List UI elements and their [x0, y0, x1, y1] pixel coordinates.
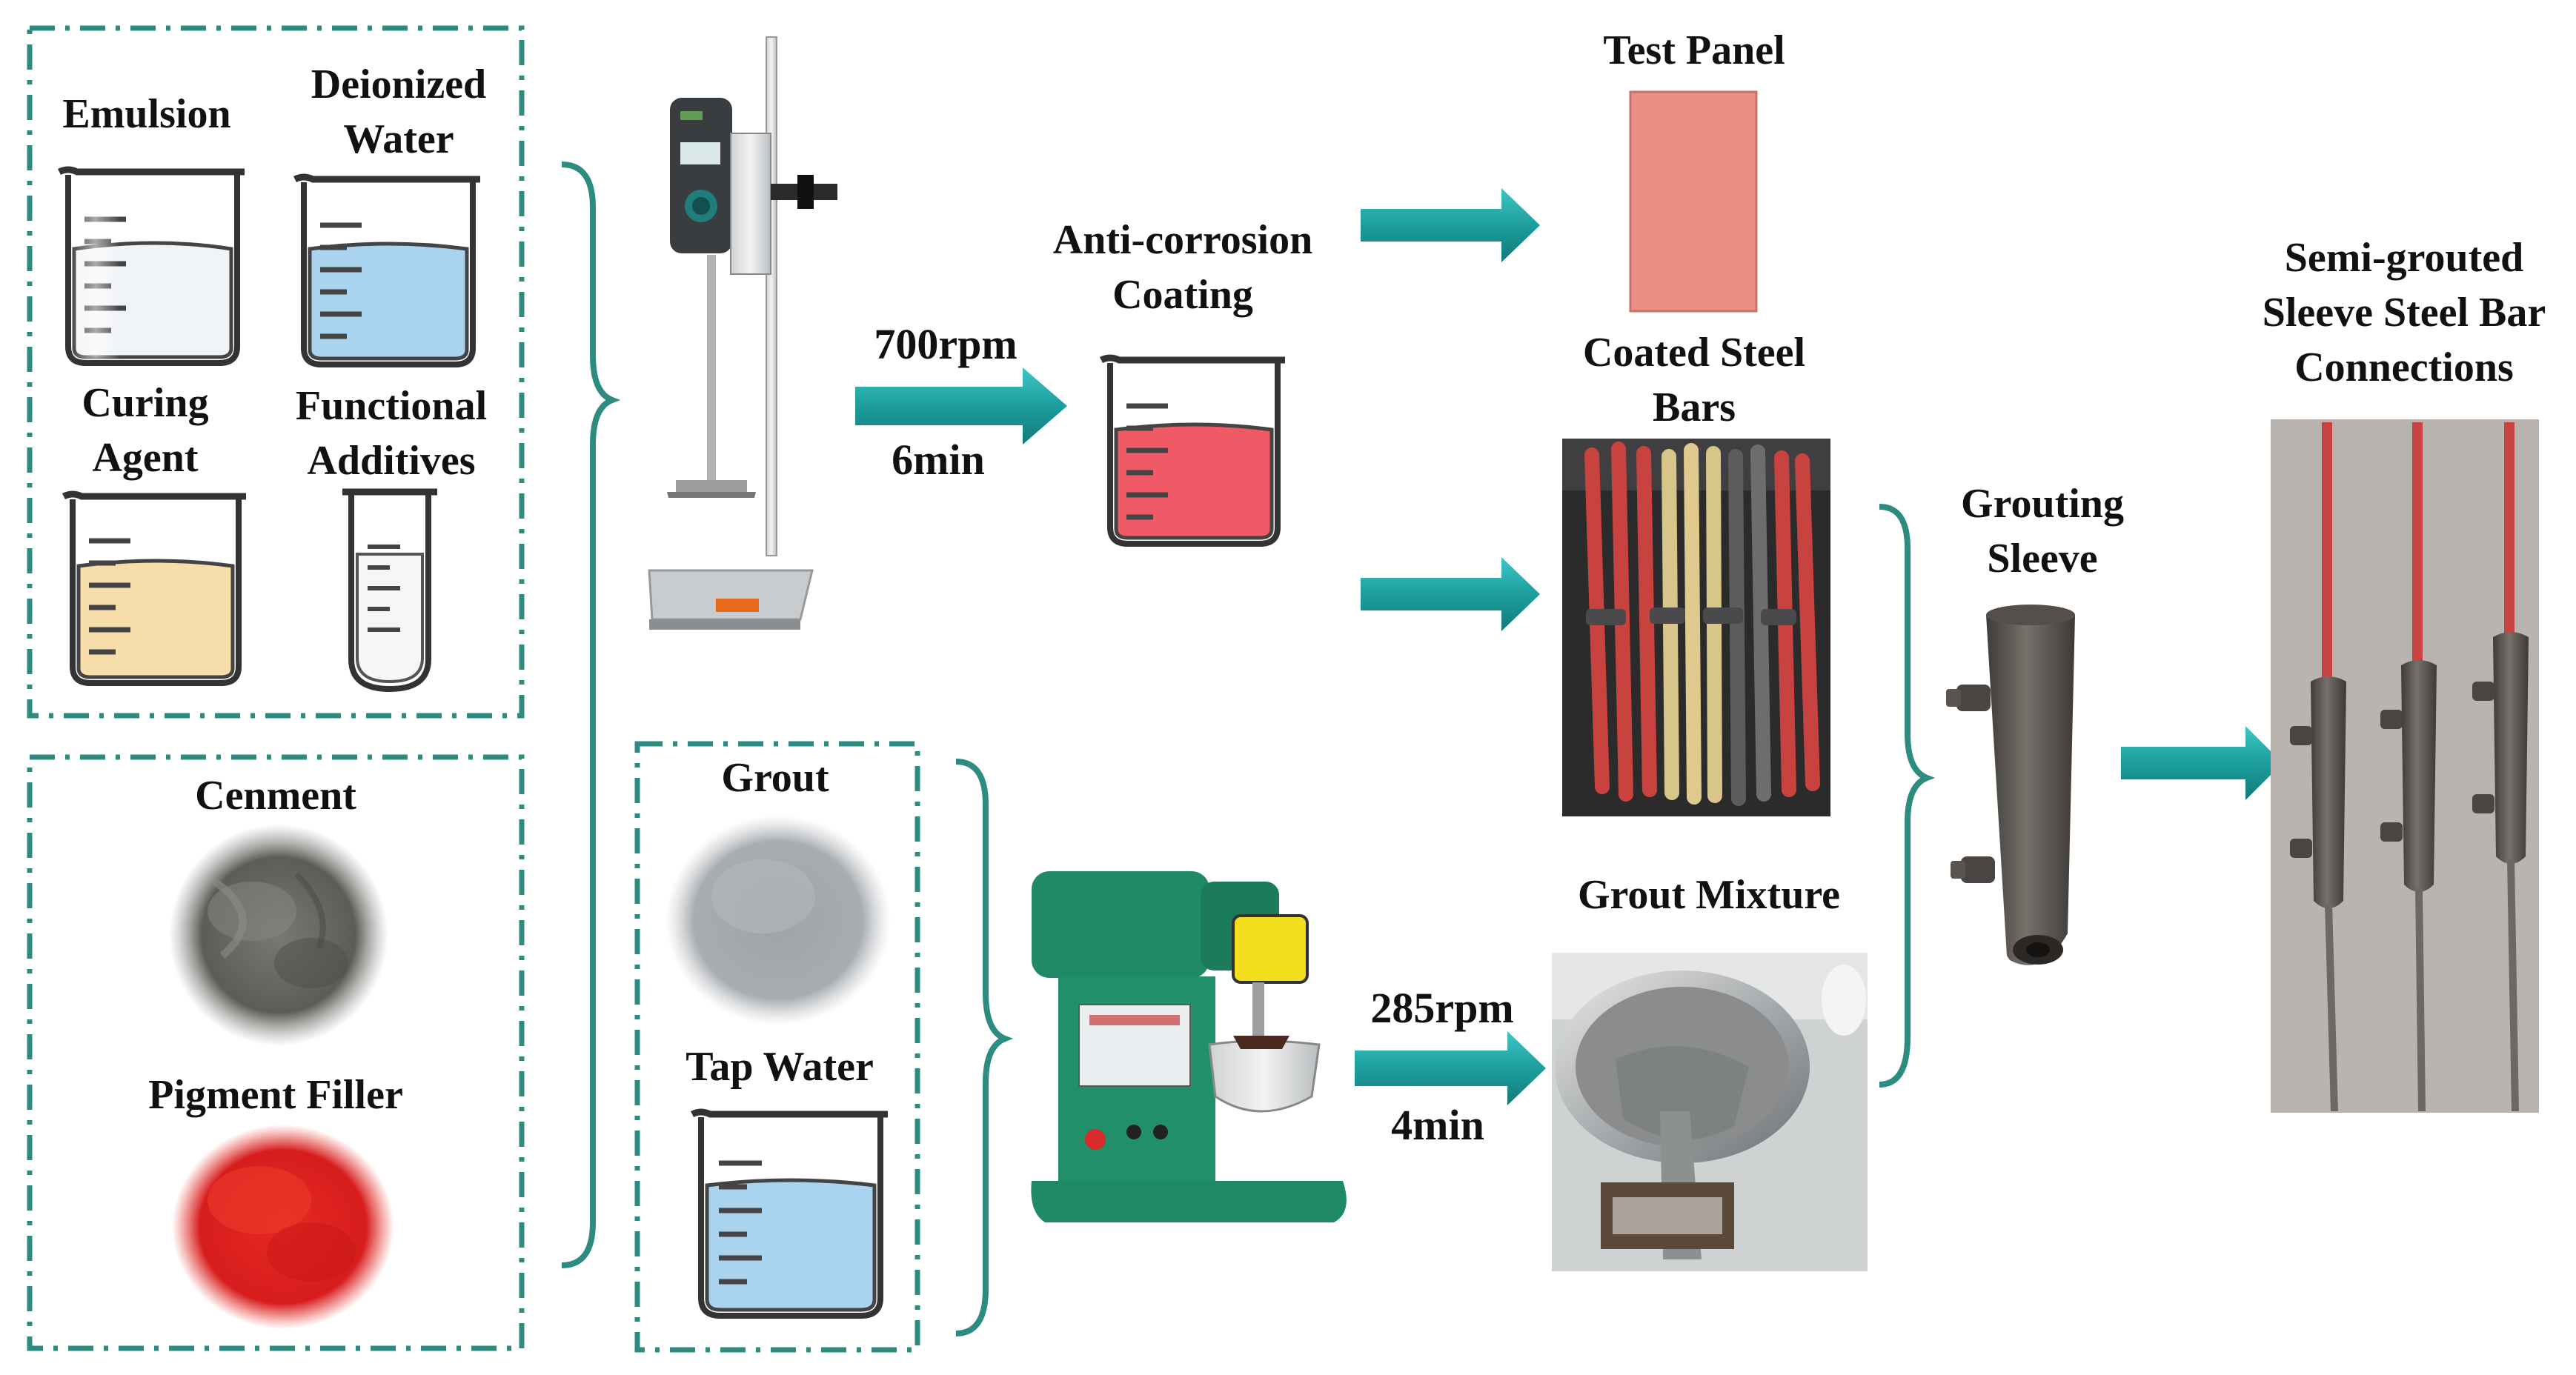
pigment-powder-image — [172, 1125, 394, 1329]
deionized-water-label-line2: Water — [343, 116, 454, 162]
arrow-to-coated-bars — [1361, 557, 1540, 631]
tap-water-label: Tap Water — [686, 1044, 874, 1090]
deionized-water-label-line1: Deionized — [311, 61, 486, 107]
coating-time-label: 6min — [892, 436, 985, 484]
cenment-label: Cenment — [195, 773, 356, 819]
deionized-water-beaker-icon — [293, 173, 480, 367]
grout-label: Grout — [721, 755, 829, 801]
grout-mixture-label: Grout Mixture — [1578, 872, 1840, 918]
curing-agent-label-line1: Curing — [82, 380, 208, 426]
connections-label-line1: Semi-grouted — [2285, 235, 2524, 281]
semi-grouted-connections-image — [2271, 419, 2539, 1113]
grout-speed-label: 285rpm — [1370, 984, 1513, 1032]
filler-materials-box — [27, 754, 525, 1351]
pigment-filler-label: Pigment Filler — [148, 1072, 403, 1118]
anti-corrosion-coating-label-line2: Coating — [1112, 272, 1253, 318]
grouting-sleeve-image — [1946, 605, 2075, 965]
grouting-sleeve-label-line2: Sleeve — [1987, 536, 2097, 582]
cement-powder-image — [169, 824, 388, 1046]
test-panel-image — [1629, 90, 1758, 313]
functional-additives-label-line2: Additives — [307, 438, 475, 484]
grouting-sleeve-label-line1: Grouting — [1961, 481, 2124, 527]
connections-label-line3: Connections — [2294, 344, 2514, 390]
grout-mixture-image — [1552, 953, 1868, 1271]
tap-water-beaker-icon — [690, 1108, 888, 1319]
grout-group-brace — [955, 759, 1014, 1336]
test-panel-label: Test Panel — [1603, 27, 1785, 73]
functional-additives-label-line1: Functional — [296, 383, 487, 429]
connections-label-line2: Sleeve Steel Bar — [2263, 290, 2546, 336]
overhead-stirrer-image — [648, 36, 837, 630]
functional-additives-test-tube-icon — [342, 488, 437, 693]
grout-mixer-image — [1031, 871, 1347, 1222]
left-group-brace — [561, 162, 621, 1268]
grout-powder-image — [665, 815, 891, 1025]
coating-materials-box — [27, 25, 525, 719]
emulsion-label: Emulsion — [62, 91, 230, 137]
coated-steel-bars-label-line1: Coated Steel — [1583, 330, 1805, 376]
anti-corrosion-coating-beaker-icon — [1099, 354, 1285, 547]
arrow-to-test-panel — [1361, 188, 1540, 262]
arrow-to-connections — [2121, 726, 2283, 800]
anti-corrosion-coating-label-line1: Anti-corrosion — [1053, 217, 1313, 263]
coated-steel-bars-label-line2: Bars — [1653, 384, 1736, 430]
coating-speed-label: 700rpm — [874, 320, 1017, 368]
curing-agent-beaker-icon — [62, 490, 246, 686]
grout-time-label: 4min — [1391, 1101, 1484, 1149]
coating-mix-arrow — [855, 367, 1067, 445]
sleeve-input-brace — [1879, 504, 1936, 1088]
grout-mix-arrow — [1355, 1031, 1546, 1105]
grout-materials-box — [634, 741, 920, 1353]
emulsion-beaker-icon — [57, 166, 245, 366]
curing-agent-label-line2: Agent — [92, 435, 198, 481]
coated-steel-bars-image — [1562, 439, 1830, 816]
